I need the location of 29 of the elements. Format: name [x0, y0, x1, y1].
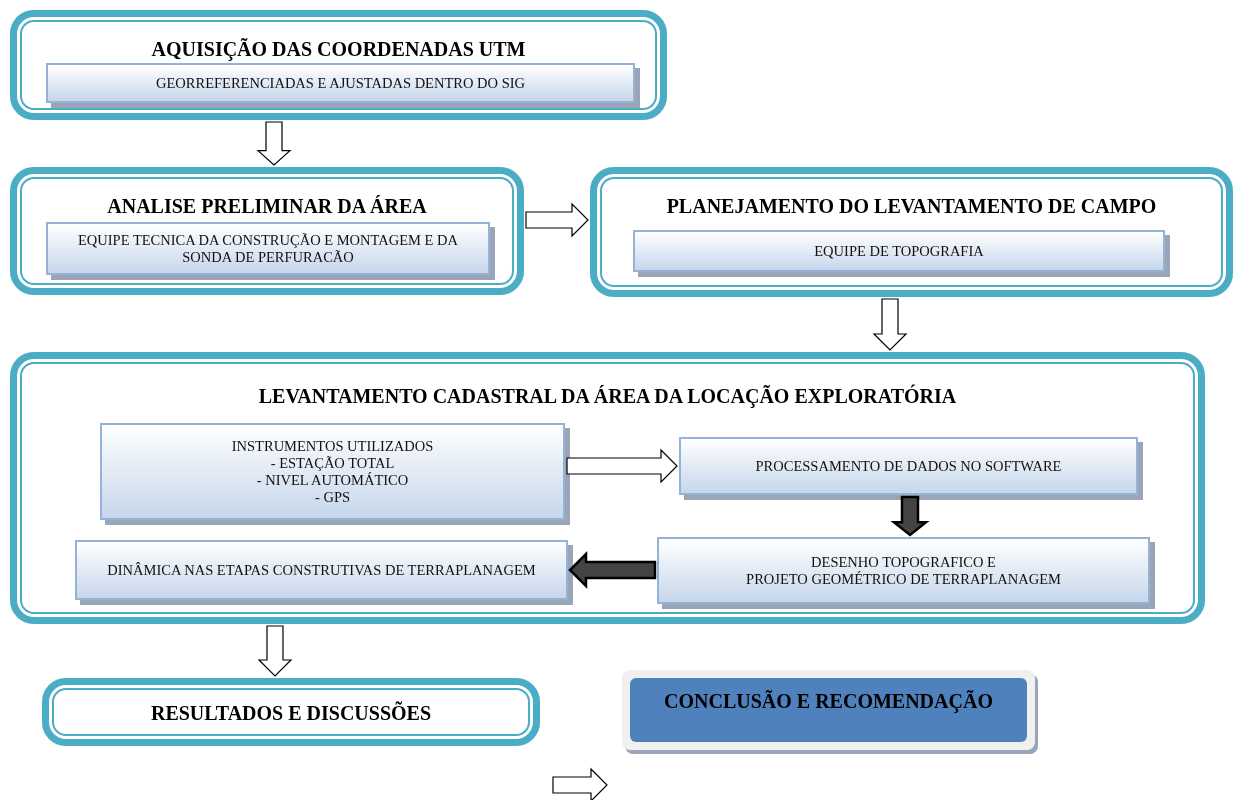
- block-arrow: [566, 448, 678, 484]
- box-heading: ANALISE PRELIMINAR DA ÁREA: [106, 195, 428, 218]
- process-box: [10, 352, 1205, 624]
- box-text: DESENHO TOPOGRAFICO E: [811, 553, 996, 571]
- box-text: PROCESSAMENTO DE DADOS NO SOFTWARE: [755, 457, 1062, 475]
- block-arrow: [257, 625, 293, 677]
- block-arrow: [568, 551, 657, 589]
- box-text: DINÂMICA NAS ETAPAS CONSTRUTIVAS DE TERRAPLANAGEM: [107, 561, 536, 579]
- block-arrow: [256, 121, 292, 166]
- block-arrow: [525, 202, 589, 238]
- box-text: GEORREFERENCIADAS E AJUSTADAS DENTRO DO SIG: [156, 74, 525, 92]
- box-text: - NIVEL AUTOMÁTICO: [256, 471, 409, 489]
- box-text: EQUIPE TECNICA DA CONSTRUÇÃO E MONTAGEM E DA SONDA DE PERFURACÃO: [77, 231, 459, 266]
- box-heading: RESULTADOS E DISCUSSÕES: [149, 702, 433, 725]
- box-text: EQUIPE DE TOPOGRAFIA: [814, 242, 984, 260]
- box-heading: LEVANTAMENTO CADASTRAL DA ÁREA DA LOCAÇÃO EXPLORATÓRIA: [257, 385, 958, 408]
- box-text: PROJETO GEOMÉTRICO DE TERRAPLANAGEM: [746, 570, 1061, 588]
- box-heading: AQUISIÇÃO DAS COORDENADAS UTM: [150, 38, 527, 61]
- box-text: - GPS: [314, 488, 351, 506]
- box-text: - ESTAÇÃO TOTAL: [270, 454, 395, 471]
- process-box: [10, 10, 667, 120]
- box-heading: PLANEJAMENTO DO LEVANTAMENTO DE CAMPO: [665, 195, 1158, 218]
- box-heading: CONCLUSÃO E RECOMENDAÇÃO: [663, 690, 994, 713]
- block-arrow: [872, 298, 908, 351]
- block-arrow: [890, 495, 930, 537]
- process-box: [10, 167, 524, 295]
- box-text: INSTRUMENTOS UTILIZADOS: [231, 437, 434, 455]
- process-box: [590, 167, 1233, 297]
- process-box: [42, 678, 540, 746]
